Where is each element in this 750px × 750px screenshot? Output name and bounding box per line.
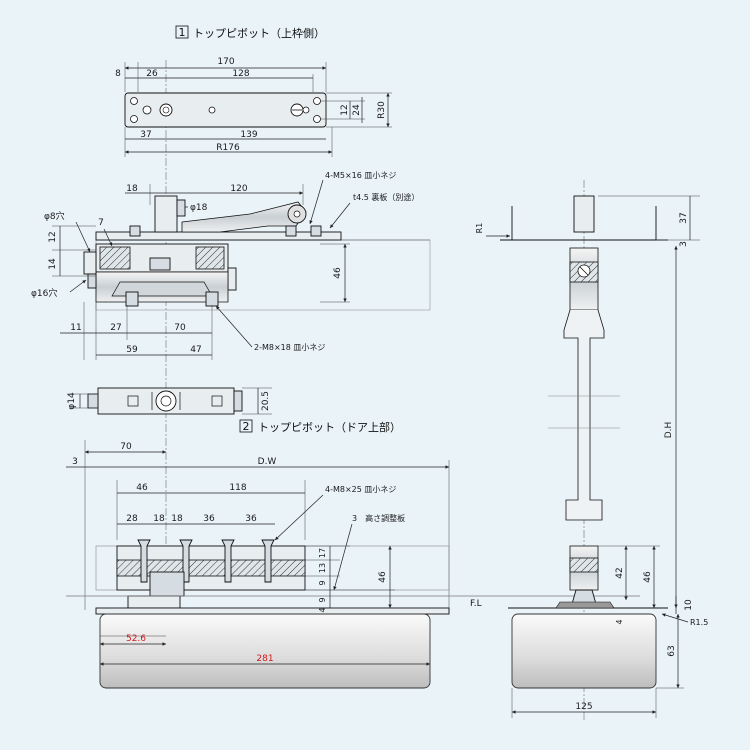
door-dim-36a: 36 — [203, 514, 215, 524]
door-dim-dw: D.W — [258, 457, 277, 467]
right-dim-42: 42 — [615, 567, 625, 578]
side-dim-12: 12 — [48, 231, 58, 242]
end-bolt — [227, 267, 237, 291]
screw-top-label: 4-M5×16 皿小ネジ — [325, 171, 396, 180]
top-pivot-side-view: 18 120 φ18 4-M5×16 皿小ネジ t4.5 裏板（別途） — [31, 171, 431, 360]
section1-number-box — [175, 25, 189, 39]
arm-screw — [285, 225, 297, 237]
floor-closer-box-side — [511, 613, 657, 689]
section2-title: トップピボット（ドア上部） — [258, 420, 401, 434]
section2-heading: 2 トップピボット（ドア上部） — [239, 419, 401, 434]
side-dim-46: 46 — [333, 267, 343, 279]
dim-12: 12 — [340, 104, 350, 115]
shim-label: 3 高さ調整板 — [352, 513, 405, 523]
dim-26: 26 — [146, 69, 158, 79]
pivot-post — [154, 195, 178, 233]
door-dim-18b: 18 — [171, 514, 183, 524]
side-phi16: φ16穴 — [31, 287, 57, 299]
side-phi18: φ18 — [190, 203, 208, 213]
side-dim-11: 11 — [70, 323, 81, 333]
right-dim-37: 37 — [679, 212, 689, 223]
right-dim-10: 10 — [684, 599, 694, 611]
door-dim-17: 17 — [318, 548, 327, 558]
door-dim-281: 281 — [256, 654, 273, 664]
side-dim-14: 14 — [48, 258, 58, 270]
pivot-hole — [155, 390, 177, 412]
side-dim-7: 7 — [98, 218, 104, 228]
dim-8: 8 — [115, 69, 121, 79]
door-dim-18a: 18 — [153, 514, 165, 524]
door-dim-46v: 46 — [378, 571, 388, 583]
section1-title: トップピボット（上枠側） — [193, 26, 325, 40]
mounting-plate — [124, 92, 327, 128]
door-screw-label: 4-M8×25 皿小ネジ — [325, 485, 396, 494]
floor-closer-box — [99, 613, 431, 689]
side-dim-59: 59 — [126, 345, 138, 355]
right-dim-dh: D.H — [664, 422, 674, 439]
right-dim-46: 46 — [643, 571, 653, 583]
side-phi8: φ8穴 — [44, 210, 65, 222]
door-dim-4: 4 — [318, 607, 327, 612]
top-plate-plan: 170 8 26 128 12 24 R30 — [115, 57, 392, 620]
door-dim-118: 118 — [229, 483, 246, 493]
right-dim-125: 125 — [575, 702, 592, 712]
section1-heading: 1 トップピボット（上枠側） — [175, 25, 325, 40]
door-plate — [95, 607, 450, 615]
mounting-holes — [130, 97, 321, 123]
door-leaf-section — [563, 309, 605, 521]
dim-37: 37 — [140, 130, 151, 140]
door-dim-3: 3 — [72, 457, 78, 467]
plan2-phi14: φ14 — [67, 392, 77, 410]
side-dim-70: 70 — [174, 323, 186, 333]
door-dim-52-6: 52.6 — [126, 634, 146, 644]
door-dim-46: 46 — [136, 483, 148, 493]
door-section-view: 70 3 D.W 46 118 4-M8×25 皿小ネジ 28 18 18 36… — [66, 440, 640, 689]
side-dim-27: 27 — [110, 323, 121, 333]
pivot-pin-block — [149, 571, 185, 597]
right-r1-5: R1.5 — [690, 618, 708, 627]
door-dim-13: 13 — [318, 563, 327, 573]
dim-r176: R176 — [216, 143, 240, 153]
dim-r30: R30 — [377, 101, 387, 119]
door-side-elevation: 37 3 R1 D.H 42 46 4 10 R1.5 63 125 — [475, 180, 708, 720]
door-dim-28: 28 — [126, 514, 138, 524]
side-dim-18: 18 — [126, 184, 138, 194]
right-r1: R1 — [475, 223, 484, 234]
plan2-dim-20-5: 20.5 — [261, 391, 271, 411]
right-dim-4: 4 — [615, 619, 624, 624]
adjust-knob — [83, 251, 97, 275]
top-pin — [573, 195, 595, 233]
section1-number: 1 — [179, 26, 186, 39]
door-dim-9: 9 — [318, 580, 327, 585]
backplate-label: t4.5 裏板（別途） — [353, 192, 419, 202]
right-dim-3: 3 — [679, 241, 689, 247]
dim-24: 24 — [352, 104, 362, 116]
side-dim-120: 120 — [230, 184, 247, 194]
screw-bottom-label: 2-M8×18 皿小ネジ — [254, 343, 325, 352]
door-dim-70: 70 — [120, 442, 132, 452]
door-pivot-plan: φ14 20.5 — [67, 387, 272, 415]
door-dim-9b: 9 — [318, 597, 327, 602]
dim-128: 128 — [232, 69, 249, 79]
dim-139: 139 — [240, 130, 257, 140]
right-dim-63: 63 — [667, 645, 677, 656]
countersunk-screws — [137, 539, 275, 583]
door-dim-36b: 36 — [245, 514, 257, 524]
pivot-cap — [176, 199, 186, 217]
side-dim-47: 47 — [190, 345, 201, 355]
floor-label: F.L — [470, 599, 482, 609]
section2-number: 2 — [243, 420, 250, 433]
dim-170: 170 — [217, 57, 234, 67]
